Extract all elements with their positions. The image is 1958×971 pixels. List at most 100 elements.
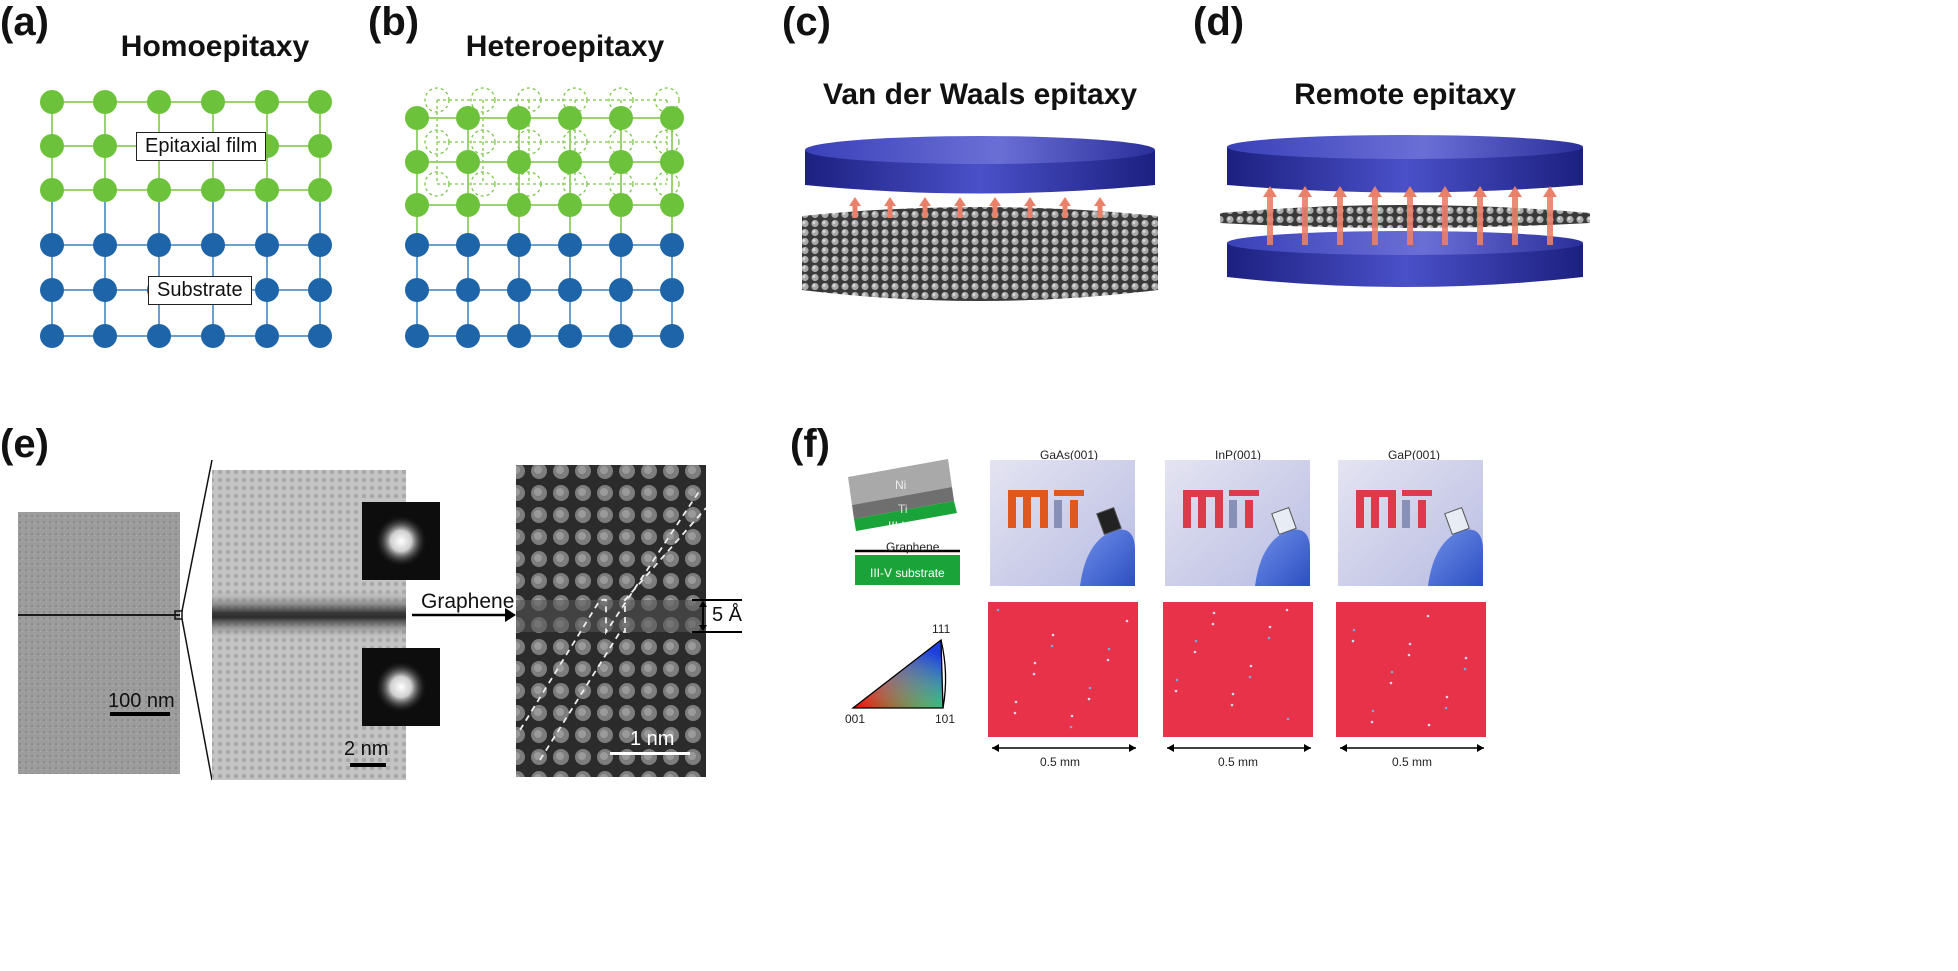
vdw-epitaxy-illustration (802, 136, 1158, 301)
film-atom (507, 150, 531, 174)
film-atom (609, 150, 633, 174)
substrate-atom (507, 278, 531, 302)
lattice-atom (201, 90, 225, 114)
lattice-atom (308, 233, 332, 257)
lattice-atom (255, 324, 279, 348)
film-atom (660, 106, 684, 130)
lattice-atom (93, 324, 117, 348)
panel-d-title: Remote epitaxy (1294, 78, 1516, 111)
ipf-label-101: 101 (935, 712, 956, 726)
film-atom (405, 150, 429, 174)
panel-e-label: (e) (0, 422, 49, 466)
column-header-gap: GaP(001) (1388, 448, 1441, 462)
ideal-lattice-site (470, 171, 496, 197)
substrate-label-a: Substrate (148, 276, 252, 305)
panel-a-title: Homoepitaxy (120, 30, 310, 63)
substrate-atom (660, 278, 684, 302)
lattice-atom (308, 178, 332, 202)
substrate-atom (609, 233, 633, 257)
lattice-atom (201, 324, 225, 348)
substrate-atom (507, 233, 531, 257)
film-atom (609, 106, 633, 130)
film-atom (456, 150, 480, 174)
ipf-color-triangle (851, 638, 947, 709)
substrate-atom (507, 324, 531, 348)
film-atom (558, 193, 582, 217)
substrate-atom (456, 278, 480, 302)
film-atom (456, 106, 480, 130)
substrate-atom (558, 324, 582, 348)
lattice-atom (255, 178, 279, 202)
substrate-atom (609, 278, 633, 302)
film-atom (558, 106, 582, 130)
scale-label-gaas: 0.5 mm (1040, 755, 1081, 769)
ideal-lattice-site (424, 87, 450, 113)
stack-ti-label: Ti (898, 502, 908, 516)
scale-label-inp: 0.5 mm (1218, 755, 1259, 769)
lattice-atom (255, 90, 279, 114)
substrate-atom (456, 233, 480, 257)
substrate-atom (660, 233, 684, 257)
lattice-atom (308, 278, 332, 302)
film-atom (507, 106, 531, 130)
panel-b-title: Heteroepitaxy (465, 30, 665, 63)
ideal-lattice-site (516, 129, 542, 155)
lattice-atom (93, 134, 117, 158)
lattice-atom (308, 324, 332, 348)
ebsd-map (1163, 602, 1313, 737)
heteroepitaxy-lattice (405, 87, 684, 348)
panel-a-label: (a) (0, 0, 49, 44)
layer-stack-diagram (848, 459, 960, 585)
tem-images (18, 460, 742, 780)
epitaxial-film-label: Epitaxial film (136, 132, 267, 161)
lattice-atom (201, 233, 225, 257)
panel-f-label: (f) (790, 422, 830, 466)
lattice-atom (40, 233, 64, 257)
lattice-atom (147, 90, 171, 114)
lattice-atom (93, 233, 117, 257)
ideal-lattice-site (470, 129, 496, 155)
ideal-lattice-site (424, 129, 450, 155)
substrate-atom (558, 233, 582, 257)
ebsd-map (988, 602, 1138, 737)
lattice-atom (147, 178, 171, 202)
lattice-atom (40, 134, 64, 158)
scale-bar-1nm: 1 nm (630, 728, 675, 750)
film-atom (456, 193, 480, 217)
lattice-atom (40, 278, 64, 302)
ideal-lattice-site (424, 171, 450, 197)
graphene-stack-label: Graphene (886, 540, 940, 554)
substrate-atom (405, 278, 429, 302)
film-atom (405, 106, 429, 130)
lattice-atom (93, 278, 117, 302)
film-atom (660, 150, 684, 174)
substrate-atom (660, 324, 684, 348)
substrate-stack-label: III-V substrate (870, 566, 945, 580)
ideal-lattice-site (516, 171, 542, 197)
panel-b-label: (b) (368, 0, 420, 44)
film-atom (609, 193, 633, 217)
substrate-atom (456, 324, 480, 348)
film-atom (660, 193, 684, 217)
lattice-atom (308, 134, 332, 158)
photos-and-ebsd-maps (988, 460, 1486, 752)
lattice-atom (40, 178, 64, 202)
homoepitaxy-lattice (40, 90, 332, 348)
lattice-atom (93, 90, 117, 114)
graphene-arrow-label: Graphene (421, 590, 515, 613)
lattice-atom (40, 324, 64, 348)
panel-d-label: (d) (1193, 0, 1245, 44)
panel-c-label: (c) (782, 0, 831, 44)
stack-film-label: III-V film (888, 519, 932, 533)
substrate-atom (609, 324, 633, 348)
lattice-atom (255, 278, 279, 302)
lattice-atom (147, 233, 171, 257)
scale-bar-100nm: 100 nm (108, 690, 175, 712)
ideal-lattice-site (470, 87, 496, 113)
remote-epitaxy-illustration (1220, 135, 1590, 287)
film-atom (507, 193, 531, 217)
lattice-atom (201, 178, 225, 202)
ebsd-map (1336, 602, 1486, 737)
ipf-label-111: 111 (932, 622, 951, 636)
substrate-atom (405, 324, 429, 348)
